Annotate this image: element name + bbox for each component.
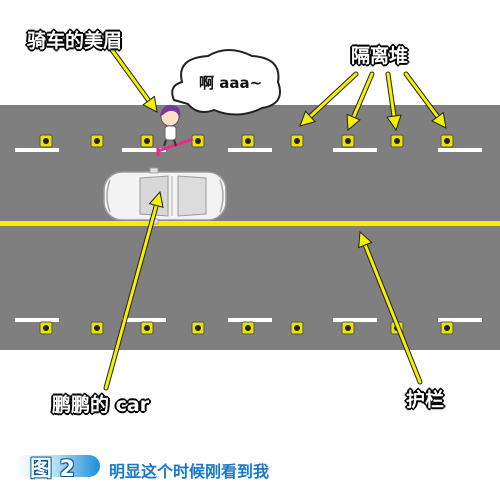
barrier-post-icon [390,134,404,148]
lane-dash [333,318,377,322]
annotation-arrows [103,47,447,391]
figure-caption: 明显这个时候刚看到我 [109,462,270,481]
cyclist-figure-icon [156,104,194,156]
barrier-post-icon [90,134,104,148]
barrier-post-icon [290,134,304,148]
car-label: 鹏鹏的 car [52,394,150,416]
arrow-icon [385,71,402,132]
arrow-icon [403,71,447,129]
barriers-label: 隔离堆 [351,45,409,67]
lane-dash [333,148,377,152]
speech-bubble-text: 啊 aaa~ [199,74,262,92]
cyclist-label: 骑车的美眉 [27,30,123,52]
barrier-post-icon [440,134,454,148]
lane-dash [228,148,272,152]
car-topview-icon [103,167,227,225]
lane-dash [228,318,272,322]
barrier-post-icon [341,321,355,335]
barrier-post-icon [241,134,255,148]
barrier-post-icon [90,321,104,335]
center-line [0,221,500,226]
arrow-icon [346,71,375,132]
barrier-post-icon [39,321,53,335]
guardrail-label: 护栏 [406,389,445,411]
barrier-post-icon [191,321,205,335]
lane-dash [15,318,59,322]
barrier-post-icon [290,321,304,335]
barrier-post-icon [440,321,454,335]
arrow-icon [103,190,164,391]
barrier-post-icon [140,321,154,335]
arrow-icon [358,230,423,385]
barrier-post-icon [341,134,355,148]
barrier-post-icon [140,134,154,148]
barrier-post-icon [241,321,255,335]
lane-dash [122,148,166,152]
lane-dash [438,148,482,152]
figure-number: 图 2 [30,457,75,482]
lane-dash [438,318,482,322]
speech-bubble [171,49,281,116]
barrier-post-icon [39,134,53,148]
lane-dash [15,148,59,152]
arrow-icon [109,47,158,113]
barrier-post-icon [191,134,205,148]
barrier-row [39,134,454,335]
lane-dash [122,318,166,322]
arrow-icon [299,71,359,127]
lane-markings [15,148,482,322]
figure-badge: 图 2 [14,451,100,482]
figure-badge-background [14,455,100,477]
